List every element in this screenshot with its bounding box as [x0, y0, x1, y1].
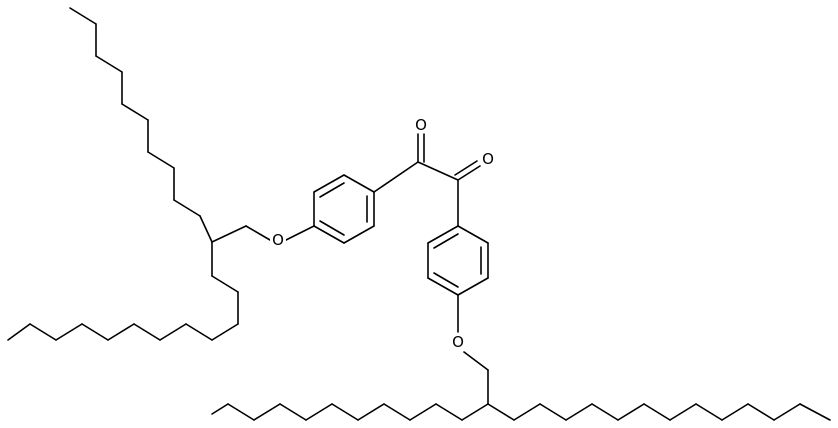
bond	[211, 323, 239, 341]
bond	[457, 277, 489, 296]
bond	[199, 215, 213, 243]
bond	[383, 403, 411, 421]
ether-oxygen-2-label: O	[452, 333, 464, 351]
bond	[487, 403, 515, 421]
bond	[617, 403, 645, 421]
bond	[669, 403, 697, 421]
bond	[343, 174, 375, 193]
bond	[433, 233, 459, 249]
diketone-bridge	[373, 133, 481, 227]
bond	[133, 323, 161, 341]
bond	[147, 151, 175, 169]
bond	[457, 165, 481, 181]
bond	[417, 161, 459, 181]
ether-oxygen-1-label: O	[272, 231, 284, 249]
bond	[373, 161, 419, 193]
atom-background	[450, 334, 466, 350]
bond	[539, 403, 567, 421]
carbonyl-oxygen-1-label: O	[415, 116, 427, 134]
bond	[357, 403, 385, 421]
bond	[227, 403, 255, 421]
bond	[454, 160, 478, 176]
bond	[799, 403, 831, 421]
bond	[211, 275, 239, 293]
bond	[305, 403, 333, 421]
bond	[773, 403, 801, 421]
bond	[643, 403, 671, 421]
bond	[279, 403, 307, 421]
carbonyl-oxygen-2-label: O	[482, 150, 494, 168]
bond	[513, 403, 541, 421]
bond	[695, 403, 723, 421]
bond	[107, 323, 135, 341]
bond	[159, 323, 187, 341]
lower-left-octyl-chain	[211, 403, 489, 421]
atom-background	[270, 232, 286, 248]
bond	[95, 55, 123, 73]
bond	[319, 182, 345, 198]
bond	[565, 403, 593, 421]
lower-benzene-ring	[427, 225, 489, 296]
bond	[409, 403, 437, 421]
atom-background	[413, 117, 429, 133]
upper-left-decyl-chain	[7, 241, 239, 341]
upper-left-octyl-chain	[69, 7, 213, 243]
bond	[121, 103, 149, 121]
bond	[7, 323, 31, 341]
bond	[285, 225, 315, 241]
bond	[211, 403, 229, 415]
bond	[461, 403, 489, 421]
bond	[343, 225, 375, 244]
atom-background	[480, 151, 496, 167]
upper-benzene-ring	[313, 174, 375, 244]
bond	[313, 225, 345, 244]
bond	[69, 7, 97, 25]
bond	[319, 220, 345, 236]
lower-ether-link	[457, 294, 489, 405]
bond	[253, 403, 281, 421]
bond	[245, 225, 271, 241]
bond	[457, 225, 489, 244]
bond	[463, 351, 489, 371]
bond	[433, 272, 459, 288]
bond	[173, 199, 201, 217]
bond	[81, 323, 109, 341]
bond	[591, 403, 619, 421]
bond	[185, 323, 213, 341]
bond	[747, 403, 775, 421]
bond	[29, 323, 57, 341]
bond	[211, 225, 247, 243]
bond	[55, 323, 83, 341]
bond	[435, 403, 463, 421]
lower-right-decyl-chain	[487, 403, 831, 421]
bond	[427, 277, 459, 296]
bond	[427, 225, 459, 244]
bond	[721, 403, 749, 421]
bond	[331, 403, 359, 421]
bond	[313, 174, 345, 193]
atom-labels: O O O O	[270, 116, 496, 351]
upper-branch-ch2	[211, 225, 315, 243]
